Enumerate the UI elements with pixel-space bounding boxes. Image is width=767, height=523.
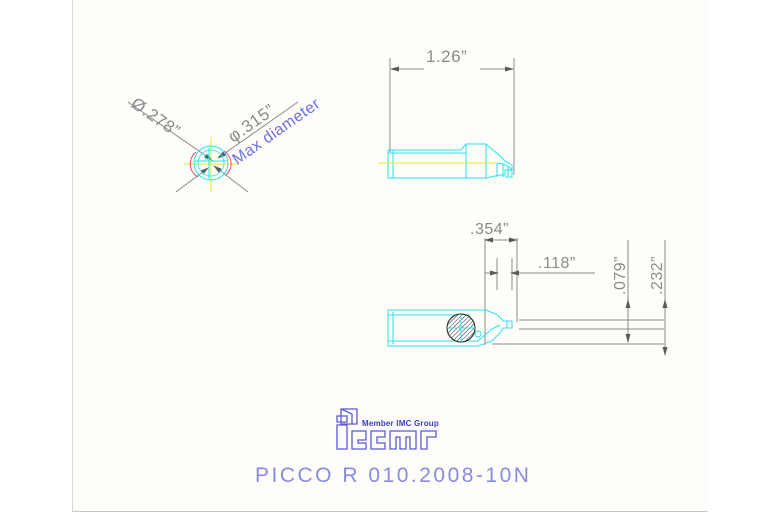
circle-max-diameter [193,145,229,181]
tool-profile-side [387,143,513,179]
circle-small-bore [204,154,210,160]
leader-315 [217,101,299,159]
dim-label-354: .354” [470,221,509,238]
view-front-end-detail: Ø.278” φ.315” Max diameter [127,94,324,193]
logo-tagline: Member IMC Group [362,419,439,428]
leader-315-opposite [175,167,209,193]
dim-label-278: Ø.278” [128,94,184,141]
product-designation: PICCO R 010.2008-10N [255,464,531,487]
leader-278-opposite [213,165,249,193]
dim-label-118: .118” [538,255,576,272]
arc-red-left [189,151,199,178]
iscar-logo: Member IMC Group [336,408,439,450]
view-side-overall: 1.26” [378,47,515,179]
tool-profile-top [387,309,513,347]
view-top-cutting-head: .354” .118” .079” .232” [387,221,668,356]
arc-red-right [223,150,232,176]
dim-label-126: 1.26” [426,47,467,66]
leader-278 [127,101,213,161]
dim-label-232: .232” [649,256,666,295]
dim-label-079: .079” [612,256,629,295]
circle-nose [197,149,225,177]
sheet-right-edge [708,0,709,512]
